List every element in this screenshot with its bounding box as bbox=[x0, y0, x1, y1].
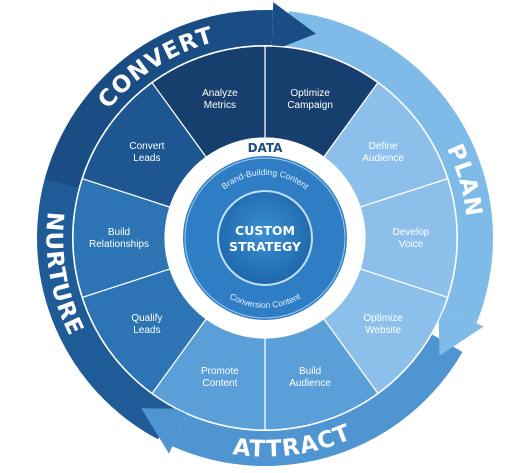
arrow-head-plan bbox=[438, 308, 484, 356]
center-label-line-1: CUSTOM bbox=[235, 223, 295, 238]
arc-attract bbox=[172, 334, 463, 467]
center-circle bbox=[217, 190, 313, 286]
content-ring-edge bbox=[184, 157, 346, 319]
data-label: DATA bbox=[248, 141, 284, 155]
arrow-head-convert bbox=[271, 2, 316, 52]
center-label-line-2: STRATEGY bbox=[229, 239, 302, 254]
arc-nurture bbox=[37, 178, 175, 440]
arc-plan bbox=[285, 11, 493, 324]
outer-ring bbox=[37, 2, 493, 467]
arrow-head-attract bbox=[141, 408, 189, 454]
